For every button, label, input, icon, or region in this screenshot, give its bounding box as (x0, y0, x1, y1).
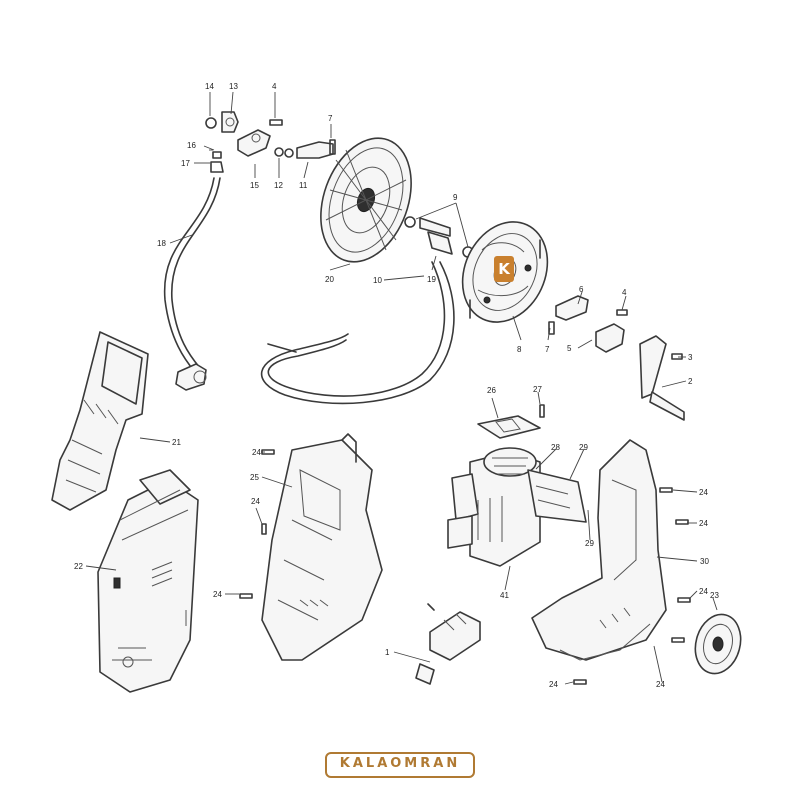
hose-18 (163, 177, 221, 391)
callout-12: 12 (274, 181, 283, 190)
callout-labels: 14 13 4 16 17 15 12 11 7 18 20 9 10 19 8… (74, 82, 719, 689)
connector-right (548, 295, 628, 353)
callout-24-f: 24 (699, 587, 708, 596)
callout-24-a: 24 (252, 448, 261, 457)
callout-24-b: 24 (251, 497, 260, 506)
callout-1: 1 (385, 648, 390, 657)
callout-7-right: 7 (545, 345, 550, 354)
reel-disk-20 (320, 137, 412, 263)
callout-18: 18 (157, 239, 166, 248)
callout-8: 8 (517, 345, 522, 354)
callout-16: 16 (187, 141, 196, 150)
callout-21: 21 (172, 438, 181, 447)
leader-lines (85, 91, 718, 685)
motor-pump-41 (447, 447, 587, 567)
handle-frame-21 (51, 331, 149, 511)
brand-logo-mark: K (494, 256, 514, 282)
callout-29-bottom: 29 (585, 539, 594, 548)
callout-23: 23 (710, 591, 719, 600)
callout-2: 2 (688, 377, 693, 386)
callout-24-c: 24 (213, 590, 222, 599)
callout-24-e: 24 (699, 519, 708, 528)
rear-housing-25 (261, 433, 383, 661)
callout-14: 14 (205, 82, 214, 91)
callout-7-top: 7 (328, 114, 333, 123)
callout-29-top: 29 (579, 443, 588, 452)
callout-15: 15 (250, 181, 259, 190)
callout-27: 27 (533, 385, 542, 394)
callout-17: 17 (181, 159, 190, 168)
filter-26 (477, 404, 545, 439)
callout-3: 3 (688, 353, 693, 362)
callout-9: 9 (453, 193, 458, 202)
hose-10 (260, 261, 455, 405)
front-cover-22 (97, 469, 199, 693)
callout-5: 5 (567, 344, 572, 353)
callout-28: 28 (551, 443, 560, 452)
callout-4-top: 4 (272, 82, 277, 91)
valve-1 (415, 603, 481, 685)
callout-24-h: 24 (549, 680, 558, 689)
brand-text: KALAOMRAN (339, 756, 461, 771)
callout-6: 6 (579, 285, 584, 294)
callout-24-d: 24 (699, 488, 708, 497)
callout-19: 19 (427, 275, 436, 284)
callout-25: 25 (250, 473, 259, 482)
callout-11: 11 (299, 181, 308, 190)
callout-26: 26 (487, 386, 496, 395)
chassis-30 (531, 439, 667, 661)
callout-41: 41 (500, 591, 509, 600)
brand-frame (325, 752, 475, 778)
callout-13: 13 (229, 82, 238, 91)
callout-30: 30 (700, 557, 709, 566)
callout-22: 22 (74, 562, 83, 571)
wheel-23 (694, 613, 742, 675)
connector-assembly (205, 111, 334, 173)
callout-10: 10 (373, 276, 382, 285)
crank-handle-2 (639, 335, 685, 421)
connector-9-19 (404, 216, 474, 258)
brand-badge: KALAOMRAN (325, 752, 475, 778)
screws-24 (239, 449, 691, 685)
callout-4-right: 4 (622, 288, 627, 297)
callout-20: 20 (325, 275, 334, 284)
callout-24-g: 24 (656, 680, 665, 689)
